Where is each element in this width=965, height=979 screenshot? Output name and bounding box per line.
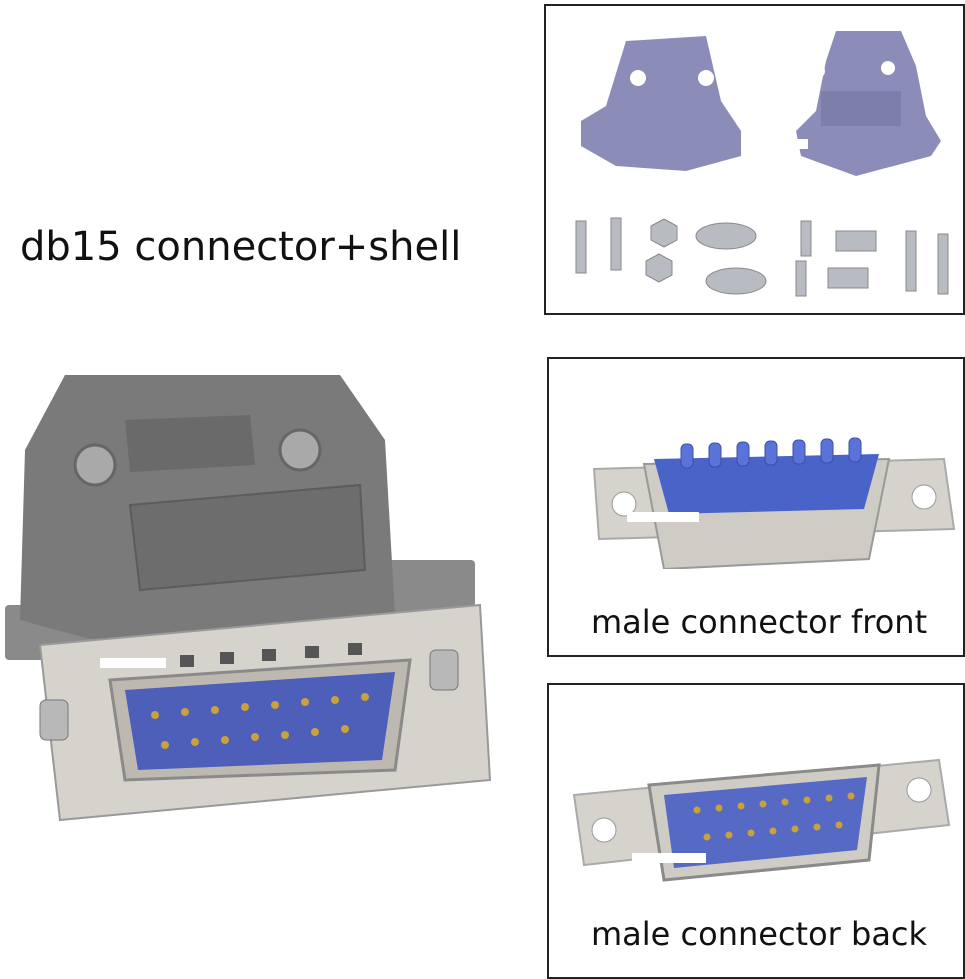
male-back-caption: male connector back <box>591 915 928 953</box>
male-back-panel: male connector back <box>547 683 965 979</box>
male-front-caption: male connector front <box>591 603 928 641</box>
assembled-connector-image <box>0 360 500 830</box>
male-front-image <box>592 437 956 569</box>
male-back-image <box>572 758 951 882</box>
shell-parts-image <box>575 31 949 297</box>
product-title: db15 connector+shell <box>20 224 462 270</box>
male-front-panel: male connector front <box>547 357 965 657</box>
shell-parts-panel <box>544 4 965 315</box>
